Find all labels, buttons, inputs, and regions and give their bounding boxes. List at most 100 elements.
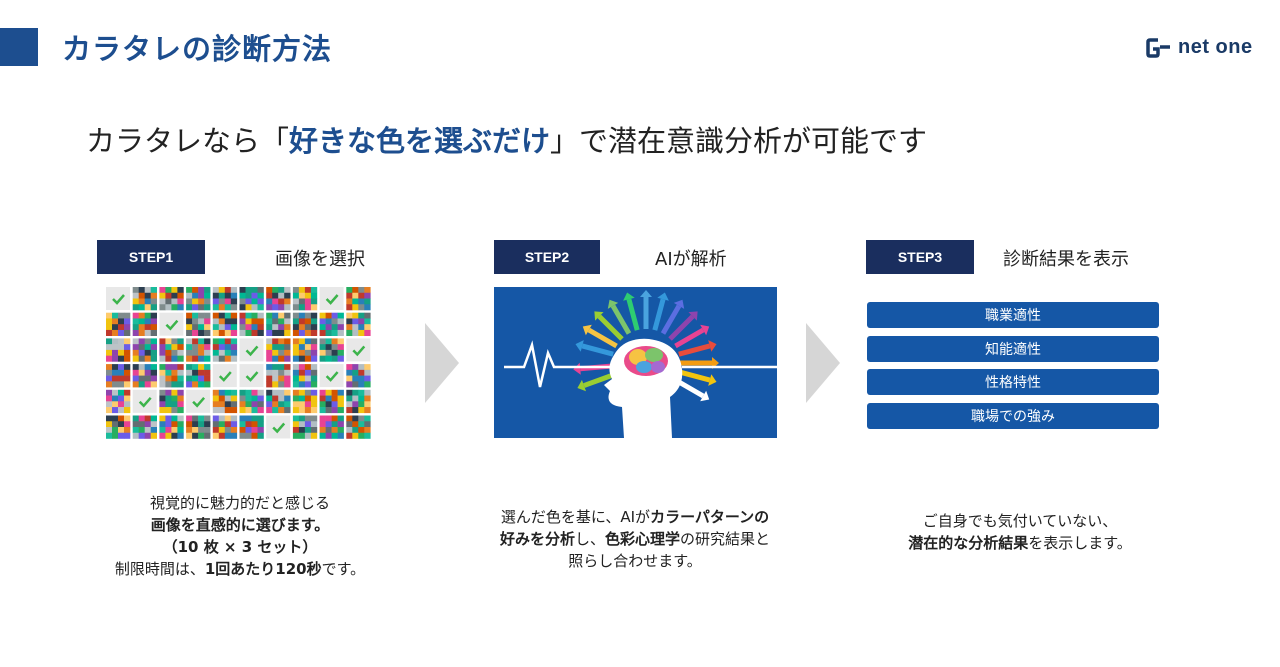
step3-badge: STEP3 [866, 240, 974, 274]
step1-description: 視覚的に魅力的だと感じる 画像を直感的に選びます。 （10 枚 × 3 セット）… [70, 492, 410, 580]
step1-desc-line2: 画像を直感的に選びます。 [150, 516, 330, 534]
checkmark-icon [192, 396, 206, 408]
mosaic-thumbnail [186, 415, 211, 439]
ray-arrowhead [623, 292, 635, 301]
mosaic-thumbnail [292, 364, 318, 388]
mosaic-thumbnail [239, 287, 264, 311]
mosaic-thumbnail [292, 338, 318, 362]
mosaic-thumbnail [319, 364, 344, 388]
mosaic-thumbnail [186, 287, 211, 311]
step2-desc-l1-bold: カラーパターンの [650, 508, 770, 526]
ray-arrowhead [582, 324, 592, 336]
step2-badge: STEP2 [494, 240, 600, 274]
mosaic-thumbnail [159, 364, 184, 388]
mosaic-thumbnail [106, 338, 131, 362]
step3-desc-line2-bold: 潜在的な分析結果 [908, 534, 1029, 552]
ray-arrowhead [640, 290, 652, 297]
mosaic-thumbnail [239, 312, 264, 336]
mosaic-thumbnail [212, 287, 238, 311]
mosaic-thumbnail [292, 287, 318, 311]
logo-text: net one [1178, 36, 1253, 58]
ray-arrow [597, 314, 624, 341]
headline-suffix: 」で潜在意識分析が可能です [550, 124, 928, 158]
chevron-right-icon [806, 323, 840, 403]
ray-arrow [678, 343, 711, 357]
mosaic-thumbnail [266, 415, 291, 439]
ray-arrowhead [700, 390, 710, 402]
checkmark-icon [245, 345, 259, 357]
ray-arrow [652, 298, 666, 331]
mosaic-thumbnail [132, 338, 157, 362]
ray-arrowhead [688, 311, 698, 321]
image-selection-mosaic [106, 287, 371, 439]
step1-desc-line3: （10 枚 × 3 セット） [162, 538, 318, 556]
result-item-personality-traits: 性格特性 [867, 369, 1159, 395]
ai-analysis-illustration [494, 287, 777, 438]
mosaic-thumbnail [346, 338, 371, 362]
logo-mark-icon [1146, 37, 1170, 58]
checkmark-icon [325, 294, 339, 305]
step2-desc-l2-bold2: 色彩心理学 [605, 530, 681, 548]
result-item-occupational-aptitude: 職業適性 [867, 302, 1159, 328]
mosaic-thumbnail [239, 338, 264, 362]
mosaic-thumbnail [212, 415, 238, 439]
mosaic-thumbnail [132, 287, 157, 311]
mosaic-thumbnail [239, 364, 264, 388]
mosaic-thumbnail [186, 389, 211, 413]
heartbeat-line-icon [504, 340, 777, 388]
headline: カラタレなら「好きな色を選ぶだけ」で潜在意識分析が可能です [86, 118, 927, 160]
step2-desc-l1-prefix: 選んだ色を基に、AIが [500, 508, 651, 526]
ray-arrow [581, 343, 614, 357]
mosaic-thumbnail [266, 364, 291, 388]
result-item-workplace-strengths: 職場での強み [867, 403, 1159, 429]
checkmark-icon [138, 396, 152, 408]
ray-arrow [626, 298, 640, 331]
mosaic-thumbnail [159, 415, 184, 439]
mosaic-thumbnail [159, 312, 184, 336]
mosaic-thumbnail [106, 287, 130, 310]
step3-label: 診断結果を表示 [1003, 249, 1129, 270]
ray-arrowhead [577, 379, 587, 392]
headline-prefix: カラタレなら「 [86, 124, 290, 158]
step3-desc-line2-suffix: を表示します。 [1028, 534, 1132, 552]
step2-label: AIが解析 [655, 249, 727, 270]
page-title: カラタレの診断方法 [62, 32, 333, 66]
ray-arrowhead [700, 324, 710, 336]
mosaic-thumbnail [159, 287, 184, 311]
step3-desc-line1: ご自身でも気付いていない、 [922, 512, 1118, 530]
mosaic-thumbnail [239, 389, 264, 414]
step3-description: ご自身でも気付いていない、 潜在的な分析結果を表示します。 [850, 510, 1190, 554]
headline-highlight: 好きな色を選ぶだけ [289, 124, 551, 158]
ray-arrow [660, 304, 682, 335]
checkmark-icon [245, 371, 259, 382]
step1-label: 画像を選択 [275, 249, 365, 270]
step1-badge: STEP1 [97, 240, 205, 274]
checkmark-icon [112, 294, 125, 305]
mosaic-thumbnail [186, 312, 211, 336]
mosaic-thumbnail [319, 312, 344, 336]
mosaic-thumbnail [292, 312, 318, 336]
ray-arrow [587, 327, 618, 349]
checkmark-icon [352, 345, 366, 357]
netone-logo: net one [1146, 36, 1253, 59]
step2-desc-l2-mid: し、 [574, 530, 605, 548]
mosaic-thumbnail [106, 415, 131, 439]
mosaic-thumbnail [319, 338, 344, 362]
step1-desc-line4-suffix: です。 [321, 560, 366, 578]
mosaic-thumbnail [159, 338, 184, 362]
mosaic-thumbnail [212, 338, 238, 362]
step1-desc-line1: 視覚的に魅力的だと感じる [149, 494, 330, 512]
ray-arrow [678, 369, 711, 383]
mosaic-thumbnail [292, 415, 318, 439]
mosaic-thumbnail [266, 287, 291, 311]
ray-arrowhead [657, 292, 669, 301]
step2-desc-l2-suffix: の研究結果と [680, 530, 771, 548]
result-item-intelligence-aptitude: 知能適性 [867, 336, 1159, 362]
mosaic-thumbnail [346, 312, 371, 336]
mosaic-thumbnail [319, 389, 344, 414]
mosaic-thumbnail [212, 389, 238, 414]
ray-arrow [610, 304, 632, 335]
mosaic-thumbnail [346, 287, 371, 311]
ray-arrowhead [708, 340, 717, 352]
brain-icon [624, 346, 668, 376]
